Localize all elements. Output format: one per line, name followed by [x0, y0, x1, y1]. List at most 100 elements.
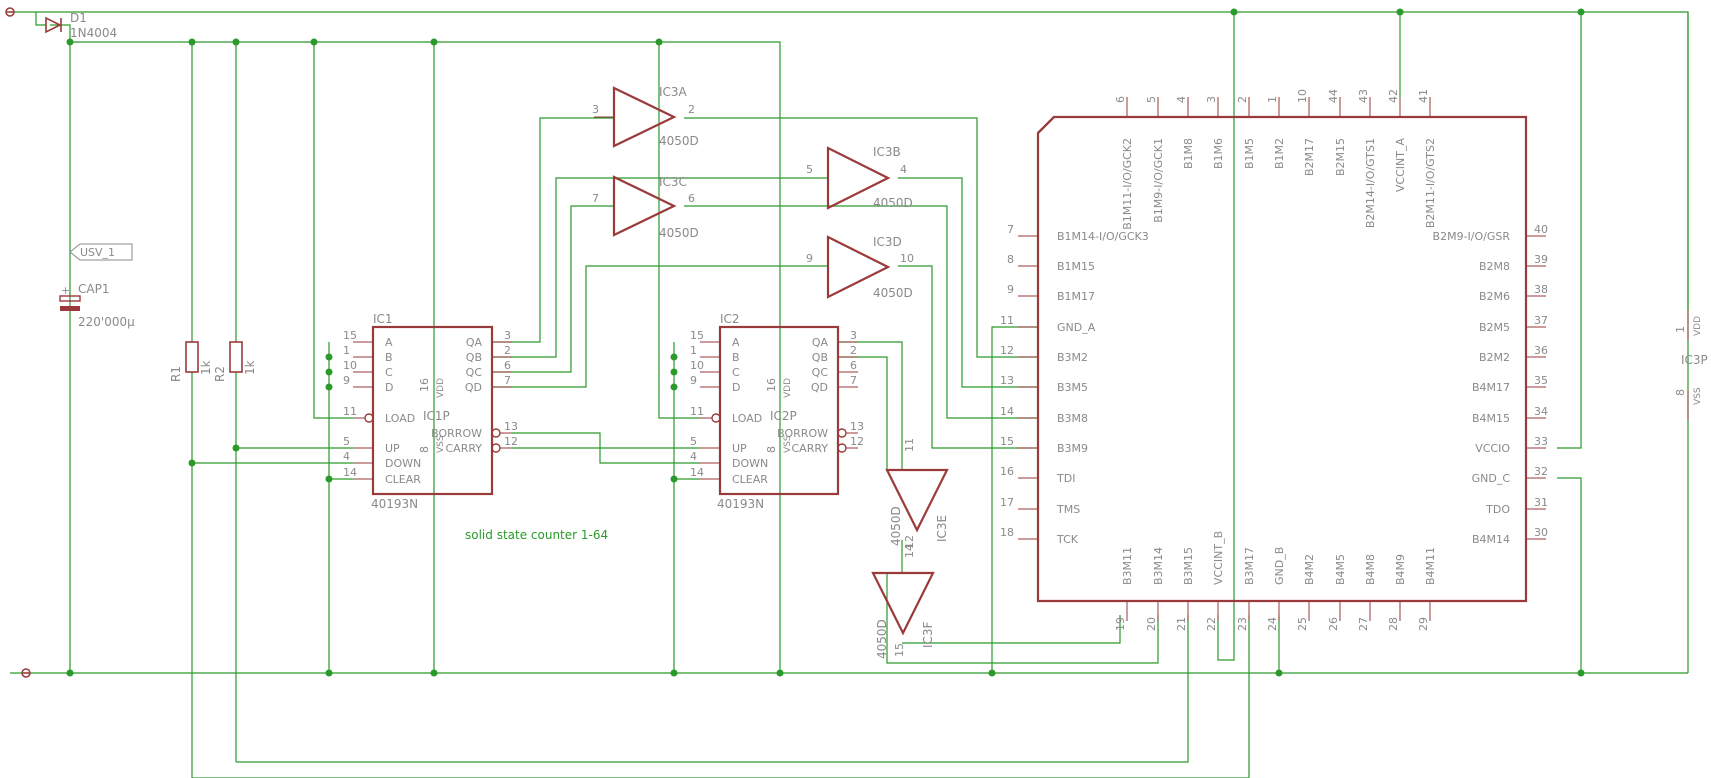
counter-pin-name: BORROW	[431, 427, 482, 440]
cpld-pin-number: 43	[1357, 89, 1370, 103]
ic3b-ref: IC3B	[873, 145, 901, 159]
buffer-ic3a: 3 2 IC3A 4050D	[592, 85, 699, 148]
cpld: 6B1M11-I/O/GCK25B1M9-I/O/GCK14B1M83B1M62…	[1000, 89, 1548, 631]
inversion-bubble	[711, 413, 721, 423]
counter-pin-number: 6	[850, 359, 857, 372]
cpld-pin-number: 34	[1534, 405, 1548, 418]
ic3d-ref: IC3D	[873, 235, 902, 249]
cpld-pin-number: 41	[1417, 89, 1430, 103]
cpld-pin-number: 8	[1007, 253, 1014, 266]
cpld-pin-number: 37	[1534, 314, 1548, 327]
counter-pin-name: CARRY	[445, 442, 482, 455]
buffer-power-ic3p: 1 VDD IC3P 8 VSS	[1674, 310, 1708, 420]
cpld-pin-name: TDO	[1485, 503, 1510, 516]
cpld-pin-name: B3M17	[1243, 547, 1256, 585]
buffer-ic3f: 14 15 4050D IC3F	[871, 544, 935, 659]
counter-pin-number: 7	[850, 374, 857, 387]
cpld-pin-name: B3M15	[1182, 547, 1195, 585]
counter-vss-pin: 8	[418, 446, 431, 453]
cpld-pin-number: 11	[1000, 314, 1014, 327]
counter-pin-number: 10	[343, 359, 357, 372]
r2-value: 1k	[243, 360, 257, 375]
cpld-pin-name: B1M15	[1057, 260, 1095, 273]
buffer-ic3c: 7 6 IC3C 4050D	[592, 175, 699, 240]
counter-pin-name: B	[385, 351, 393, 364]
cpld-pin-number: 35	[1534, 374, 1548, 387]
ic3e-part: 4050D	[889, 506, 903, 546]
cpld-pin-number: 13	[1000, 374, 1014, 387]
svg-text:VDD: VDD	[1693, 316, 1703, 336]
inversion-bubble	[837, 443, 847, 453]
cpld-pin-number: 21	[1175, 617, 1188, 631]
junction-dots	[66, 8, 1585, 677]
cpld-pin-name: B1M6	[1212, 138, 1225, 169]
cpld-pin-number: 36	[1534, 344, 1548, 357]
counter-pin-name: LOAD	[385, 412, 415, 425]
counter-pin-name: A	[732, 336, 740, 349]
counter-pin-number: 3	[850, 329, 857, 342]
cpld-pin-number: 15	[1000, 435, 1014, 448]
cpld-pin-name: GND_C	[1472, 472, 1511, 485]
svg-text:VSS: VSS	[1693, 387, 1703, 405]
cpld-pin-number: 40	[1534, 223, 1548, 236]
counter-vss-name: VSS	[436, 435, 446, 453]
cpld-pin-name: B3M8	[1057, 412, 1088, 425]
counter-pin-number: 3	[504, 329, 511, 342]
cpld-pin-name: TMS	[1056, 503, 1080, 516]
cpld-pin-number: 6	[1114, 96, 1127, 103]
cpld-pin-number: 28	[1387, 617, 1400, 631]
cpld-pin-name: B1M9-I/O/GCK1	[1152, 138, 1165, 223]
cpld-pin-name: B1M11-I/O/GCK2	[1121, 138, 1134, 230]
cpld-pin-name: B2M2	[1479, 351, 1510, 364]
counter-pin-name: C	[385, 366, 393, 379]
counter-ic1: IC1 40193N IC1P 15A1B10C9D11LOAD5UP4DOWN…	[343, 312, 518, 511]
resistor-r2: R2 1k	[213, 341, 257, 382]
svg-text:15: 15	[893, 643, 906, 657]
cpld-pin-name: B4M5	[1334, 554, 1347, 585]
counter-pin-number: 11	[690, 405, 704, 418]
ic3a-part: 4050D	[659, 134, 699, 148]
ic3c-part: 4050D	[659, 226, 699, 240]
ic3p-ref: IC3P	[1681, 353, 1708, 367]
ic3a-ref: IC3A	[659, 85, 688, 99]
cpld-pin-name: B4M8	[1364, 554, 1377, 585]
counter-pin-number: 6	[504, 359, 511, 372]
cpld-pin-number: 12	[1000, 344, 1014, 357]
ic2-pins: 15A1B10C9D11LOAD5UP4DOWN14CLEAR3QA2QB6QC…	[690, 329, 864, 486]
counter-pin-name: QD	[811, 381, 828, 394]
counter-pin-number: 15	[690, 329, 704, 342]
cpld-pin-name: B2M11-I/O/GTS2	[1424, 138, 1437, 228]
cap1-value: 220'000µ	[78, 315, 135, 329]
ic3f-ref: IC3F	[921, 621, 935, 648]
cpld-pin-number: 23	[1236, 617, 1249, 631]
cpld-pin-name: B2M6	[1479, 290, 1510, 303]
ic2-ref: IC2	[720, 312, 740, 326]
svg-text:3: 3	[592, 103, 599, 116]
svg-text:+: +	[61, 284, 70, 297]
ic1-part: 40193N	[371, 497, 418, 511]
counter-pin-name: DOWN	[732, 457, 768, 470]
counter-pin-name: D	[385, 381, 393, 394]
svg-text:14: 14	[903, 544, 916, 558]
r1-value: 1k	[199, 360, 213, 375]
buffer-ic3d: 9 10 IC3D 4050D	[806, 235, 914, 300]
cpld-pin-name: B2M5	[1479, 321, 1510, 334]
ic2-power-ref: IC2P	[770, 409, 797, 423]
counter-pin-number: 14	[343, 466, 357, 479]
counter-pin-number: 2	[504, 344, 511, 357]
ic3d-part: 4050D	[873, 286, 913, 300]
cpld-pin-name: B3M9	[1057, 442, 1088, 455]
counter-vss-name: VSS	[783, 435, 793, 453]
counter-pin-name: LOAD	[732, 412, 762, 425]
cpld-pin-number: 38	[1534, 283, 1548, 296]
cpld-pin-number: 19	[1114, 617, 1127, 631]
svg-text:9: 9	[806, 252, 813, 265]
cpld-pin-number: 1	[1266, 96, 1279, 103]
cpld-pins: 6B1M11-I/O/GCK25B1M9-I/O/GCK14B1M83B1M62…	[1000, 89, 1548, 631]
counter-pin-number: 12	[850, 435, 864, 448]
cpld-pin-name: B2M8	[1479, 260, 1510, 273]
inversion-bubble	[837, 428, 847, 438]
counter-pin-number: 14	[690, 466, 704, 479]
cpld-pin-number: 22	[1205, 617, 1218, 631]
